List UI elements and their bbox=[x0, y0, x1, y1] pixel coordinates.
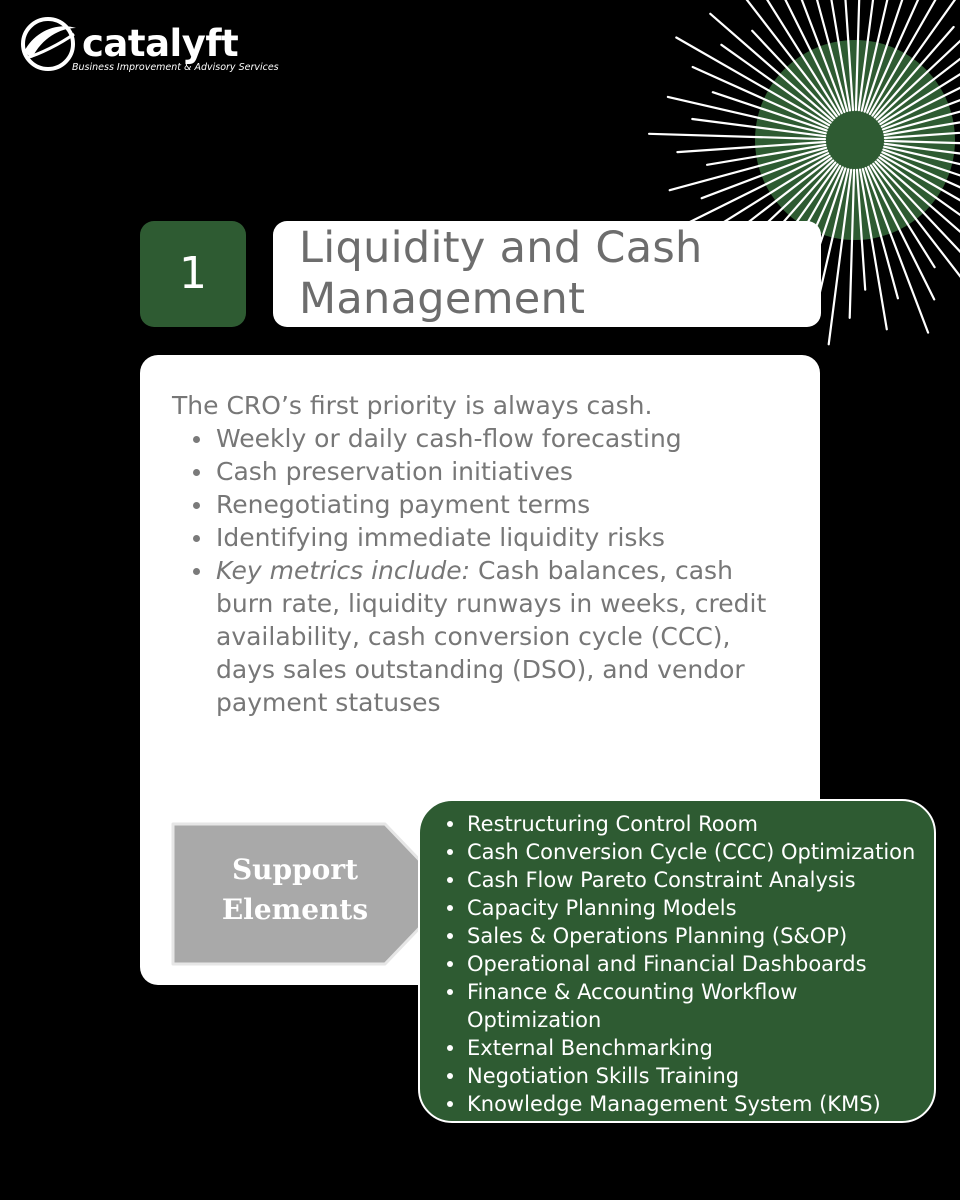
starburst-ray bbox=[766, 0, 841, 116]
starburst-ray bbox=[867, 165, 936, 301]
starburst-ray bbox=[815, 0, 849, 113]
starburst-ray bbox=[876, 158, 960, 234]
support-elements-box: Restructuring Control Room Cash Conversi… bbox=[418, 799, 936, 1123]
starburst-ray bbox=[711, 91, 828, 132]
starburst-ray bbox=[855, 168, 867, 291]
starburst-ray bbox=[751, 29, 836, 120]
starburst-ray bbox=[830, 0, 852, 112]
list-item: Weekly or daily cash-flow forecasting bbox=[193, 422, 791, 455]
support-item: Sales & Operations Planning (S&OP) bbox=[446, 922, 915, 950]
starburst-ray bbox=[864, 166, 930, 334]
starburst-ray bbox=[878, 156, 960, 217]
list-item: Identifying immediate liquidity risks bbox=[193, 521, 791, 554]
starburst-ray bbox=[666, 95, 827, 135]
globe-logo-icon bbox=[21, 17, 76, 71]
starburst-ray bbox=[871, 0, 957, 117]
starburst-ray bbox=[883, 131, 960, 140]
support-elements-label: Support Elements bbox=[184, 850, 406, 930]
starburst-ray bbox=[877, 57, 960, 123]
support-elements-list: Restructuring Control Room Cash Conversi… bbox=[446, 810, 916, 1118]
section-title-line-1: Liquidity and Cash bbox=[299, 223, 703, 273]
list-item: Renegotiating payment terms bbox=[193, 488, 791, 521]
intro-text: The CRO’s first priority is always cash. bbox=[172, 391, 653, 420]
list-item: Cash preservation initiatives bbox=[193, 455, 791, 488]
key-metrics-item: Key metrics include: Cash balances, cash… bbox=[193, 554, 791, 719]
starburst-ray bbox=[709, 12, 834, 122]
starburst-ray bbox=[883, 121, 960, 137]
support-item: Capacity Planning Models bbox=[446, 894, 915, 922]
starburst-ray bbox=[881, 151, 960, 189]
section-title-line-2: Management bbox=[299, 274, 586, 324]
starburst-ray bbox=[705, 143, 827, 166]
starburst-ray bbox=[848, 168, 856, 319]
starburst-ray bbox=[700, 149, 829, 200]
brand-name: catalyft bbox=[82, 22, 239, 65]
starburst-ray bbox=[880, 86, 960, 128]
support-item: Knowledge Management System (KMS) bbox=[446, 1090, 915, 1118]
starburst-ray bbox=[882, 110, 960, 134]
starburst-ray bbox=[676, 140, 827, 154]
starburst-ray bbox=[875, 39, 960, 121]
key-metrics-text: Cash balances, cash burn rate, liquidity… bbox=[216, 556, 767, 717]
starburst-ray bbox=[691, 65, 829, 129]
starburst-ray bbox=[784, 0, 843, 115]
support-label-line-1: Support bbox=[231, 853, 359, 886]
starburst-ray bbox=[827, 168, 853, 346]
support-item: Cash Flow Pareto Constraint Analysis bbox=[446, 866, 915, 894]
starburst-ray bbox=[872, 162, 960, 278]
starburst-ray bbox=[866, 0, 920, 114]
starburst-ray bbox=[817, 168, 850, 301]
starburst-ray bbox=[861, 167, 900, 300]
starburst-ray bbox=[863, 0, 904, 113]
starburst-ray bbox=[854, 0, 861, 112]
starburst-ray bbox=[881, 98, 960, 131]
starburst-ray bbox=[720, 43, 832, 124]
starburst-ray bbox=[857, 0, 875, 112]
starburst-ray bbox=[874, 160, 960, 254]
starburst-ray bbox=[868, 0, 937, 116]
support-item: External Benchmarking bbox=[446, 1034, 915, 1062]
support-item: Cash Conversion Cycle (CCC) Optimization bbox=[446, 840, 916, 864]
starburst-ray bbox=[745, 0, 838, 118]
support-item: Operational and Financial Dashboards bbox=[446, 950, 915, 978]
key-metrics-label: Key metrics include: bbox=[216, 556, 471, 585]
starburst-ray bbox=[647, 132, 827, 141]
starburst-ray bbox=[691, 117, 827, 138]
starburst-ray bbox=[675, 36, 831, 127]
starburst-ray bbox=[883, 139, 960, 145]
support-item: Negotiation Skills Training bbox=[446, 1062, 915, 1090]
section-title-box: Liquidity and Cash Management bbox=[273, 221, 821, 327]
section-number-box: 1 bbox=[140, 221, 246, 327]
starburst-ray bbox=[668, 146, 828, 192]
starburst-ray bbox=[869, 164, 936, 269]
starburst-ray bbox=[879, 153, 960, 202]
starburst-ray bbox=[883, 145, 960, 166]
brand-tagline: Business Improvement & Advisory Services bbox=[72, 62, 279, 73]
starburst-ray bbox=[669, 152, 830, 233]
starburst-ray bbox=[844, 0, 855, 112]
starburst-ray bbox=[873, 25, 955, 119]
support-label-line-2: Elements bbox=[221, 893, 369, 926]
starburst-ray bbox=[883, 142, 960, 155]
starburst-ray bbox=[860, 0, 889, 112]
support-item: Finance & Accounting Workflow bbox=[446, 978, 915, 1006]
starburst-ray bbox=[882, 148, 960, 177]
section-number: 1 bbox=[179, 248, 207, 299]
starburst-ray bbox=[858, 168, 888, 331]
support-item: Restructuring Control Room bbox=[446, 810, 915, 838]
priority-list: Weekly or daily cash-flow forecasting Ca… bbox=[193, 422, 791, 719]
support-item-continuation: Optimization bbox=[467, 1008, 602, 1032]
starburst-ray bbox=[800, 0, 846, 114]
catalyft-logo: catalyft Business Improvement & Advisory… bbox=[20, 14, 280, 78]
starburst-ray bbox=[879, 72, 960, 126]
